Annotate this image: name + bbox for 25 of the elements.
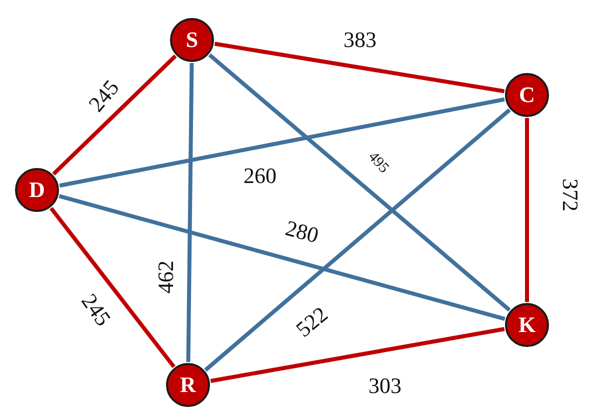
edge-line [52,54,177,176]
edge-label: 462 [153,260,179,294]
edge-line [208,53,511,312]
edge-line [525,118,529,302]
edge-line [186,62,194,362]
edge-label: 372 [557,178,583,212]
edge-line [50,206,176,368]
edge-line [204,108,511,372]
edge-label: 280 [282,215,322,249]
edge-line [214,42,505,94]
edge-label: 303 [368,373,402,399]
edge-line [59,97,505,188]
vertex-circle: D [15,168,59,212]
vertex-circle: R [166,363,210,407]
edge-label: 383 [344,27,376,53]
edge-label: 245 [83,75,125,117]
edge-label: 260 [244,163,276,189]
vertex-circle: S [170,18,214,62]
vertex-circle: C [505,73,549,117]
edge-line [58,194,506,321]
edge-label: 522 [291,301,333,343]
edge-line [210,327,505,383]
vertex-circle: K [505,303,549,347]
edge-label: 495 [364,148,392,178]
edge-label: 245 [76,289,116,331]
